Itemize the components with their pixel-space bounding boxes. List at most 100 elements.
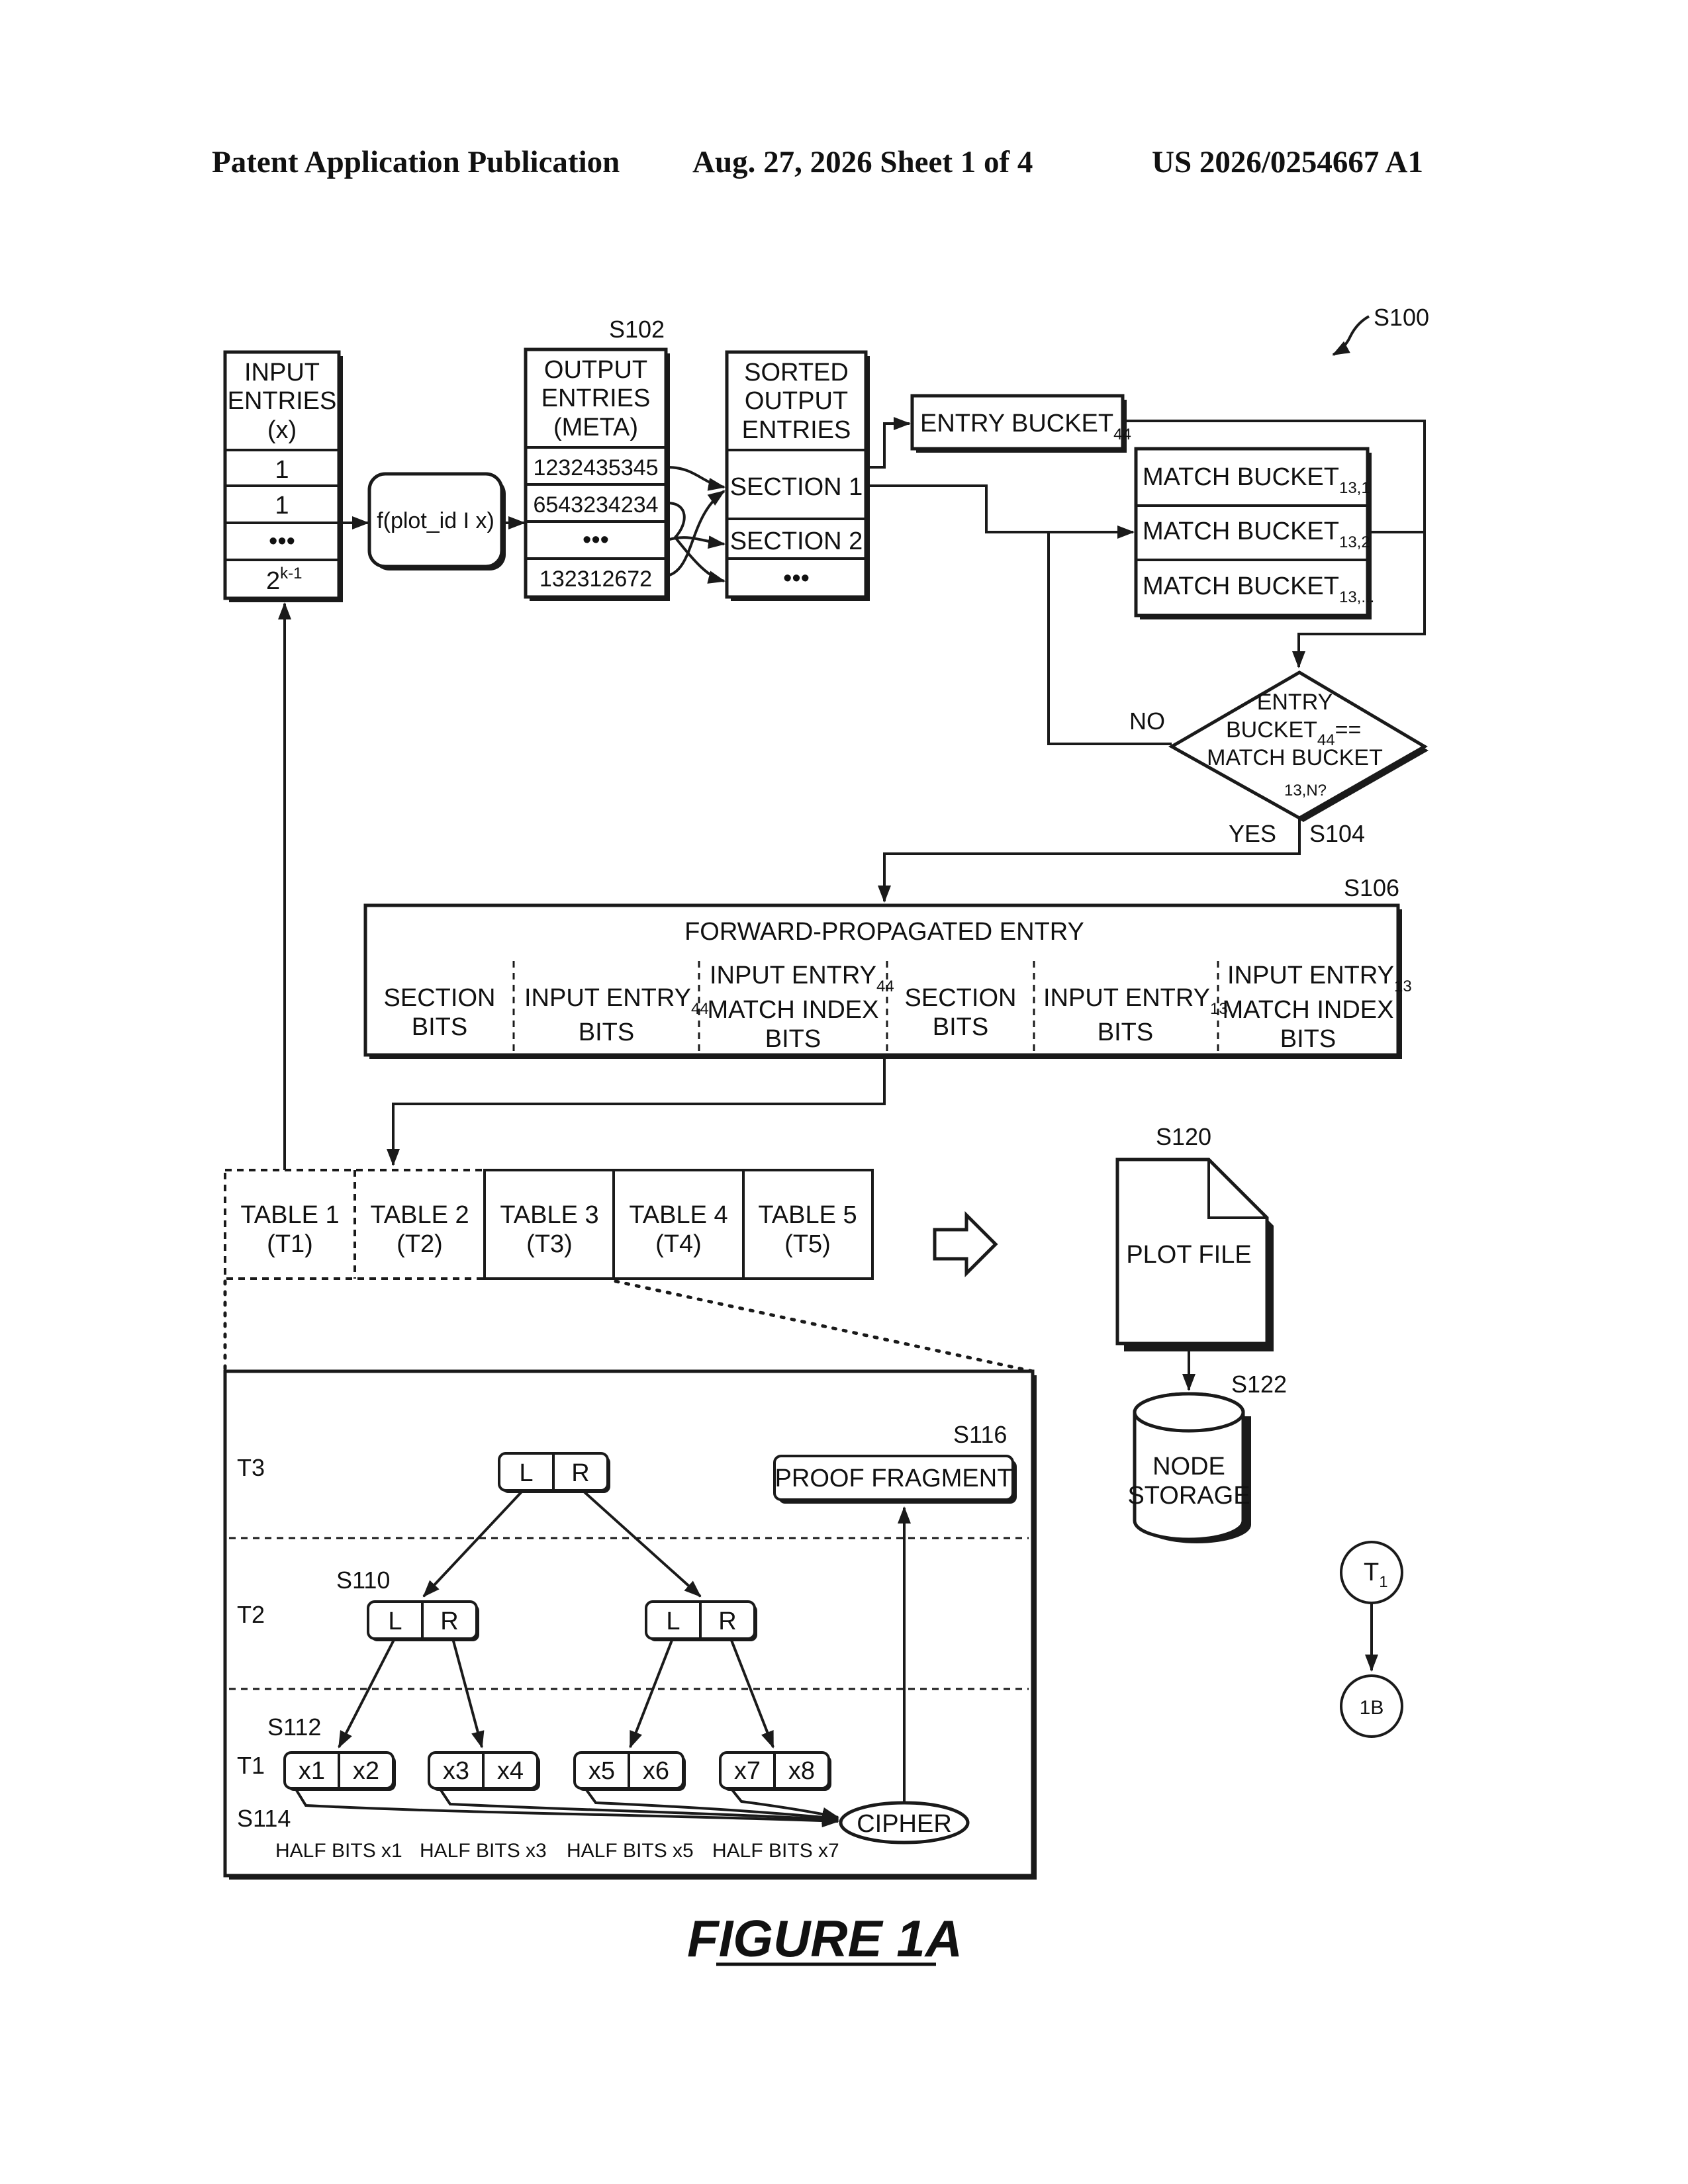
ref-s104: S104 xyxy=(1309,820,1365,847)
tree-leaf-pair-4: x7 x8 xyxy=(720,1752,831,1791)
output-entries-header-2: ENTRIES xyxy=(541,385,651,412)
leaf-x7: x7 xyxy=(734,1757,761,1785)
connector-1b-label: 1B xyxy=(1360,1697,1384,1719)
node-storage-label-1: NODE xyxy=(1152,1453,1225,1480)
tree-leaf-pair-3: x5 x6 xyxy=(575,1752,686,1791)
forward-cell-input44-match-b: MATCH INDEX xyxy=(708,996,879,1024)
leaf-x4: x4 xyxy=(497,1757,524,1785)
connector-1b: 1B xyxy=(1341,1676,1402,1737)
output-entries-header-3: (META) xyxy=(553,414,638,441)
entry-bucket-box: ENTRY BUCKET44 xyxy=(912,396,1131,453)
t2a-right-label: R xyxy=(440,1608,458,1635)
forward-cell-section-bits-2: SECTION xyxy=(905,984,1017,1012)
arrow-section1-to-match-bucket xyxy=(866,486,1133,532)
decision-diamond: ENTRY BUCKET44== MATCH BUCKET 13,N? xyxy=(1172,672,1429,822)
input-entry-row: 1 xyxy=(275,456,289,484)
ref-s116: S116 xyxy=(953,1421,1007,1448)
sorted-output-entries-table: SORTED OUTPUT ENTRIES SECTION 1 SECTION … xyxy=(727,352,870,601)
input-entries-header-3: (x) xyxy=(267,416,297,444)
leaf-x1: x1 xyxy=(299,1757,325,1785)
table-2-code: (T2) xyxy=(397,1230,443,1258)
output-entry-row: ••• xyxy=(583,526,609,554)
output-entries-header-1: OUTPUT xyxy=(544,356,647,384)
match-buckets-stack: MATCH BUCKET13,1 MATCH BUCKET13,2 MATCH … xyxy=(1136,449,1374,619)
figure-label: FIGURE 1A xyxy=(687,1909,962,1968)
table-2-name: TABLE 2 xyxy=(370,1201,469,1229)
function-label: f(plot_id I x) xyxy=(377,508,494,533)
input-entries-header-2: ENTRIES xyxy=(228,387,337,415)
sorted-section-more: ••• xyxy=(783,565,810,592)
forward-cell-input13-match-b: MATCH INDEX xyxy=(1223,996,1394,1024)
input-entry-row: ••• xyxy=(269,527,295,555)
ref-s106: S106 xyxy=(1344,874,1399,901)
cipher-label: CIPHER xyxy=(857,1810,952,1838)
output-entry-row: 1232435345 xyxy=(533,455,658,480)
ref-s114: S114 xyxy=(237,1805,291,1832)
output-entries-table: OUTPUT ENTRIES (META) 1232435345 6543234… xyxy=(526,349,670,601)
forward-cell-section-bits-1: SECTION xyxy=(384,984,496,1012)
plot-file-label: PLOT FILE xyxy=(1126,1241,1251,1269)
ref-s122: S122 xyxy=(1231,1371,1287,1398)
leaf-x6: x6 xyxy=(643,1757,669,1785)
input-entries-header-1: INPUT xyxy=(244,359,320,387)
ref-s120: S120 xyxy=(1156,1123,1211,1150)
output-entry-row: 6543234234 xyxy=(533,492,658,518)
table-5-name: TABLE 5 xyxy=(758,1201,857,1229)
node-storage-label-2: STORAGE xyxy=(1127,1482,1250,1510)
decision-line-4: 13,N? xyxy=(1284,782,1327,799)
connector-t1: T1 xyxy=(1341,1542,1402,1603)
tree-node-t2-right: L R xyxy=(646,1602,757,1641)
half-bits-x1: HALF BITS x1 xyxy=(275,1840,402,1862)
forward-propagated-entry-box: FORWARD-PROPAGATED ENTRY SECTION BITS IN… xyxy=(365,905,1412,1059)
cipher-ellipse: CIPHER xyxy=(841,1803,968,1843)
input-entries-table: INPUT ENTRIES (x) 1 1 ••• 2k-1 xyxy=(225,352,343,602)
decision-no-label: NO xyxy=(1129,707,1165,735)
forward-cell-input44-match-c: BITS xyxy=(765,1025,821,1053)
level-t1: T1 xyxy=(237,1752,265,1779)
arrow-section1-to-entry-bucket xyxy=(866,424,910,467)
table-4-code: (T4) xyxy=(655,1230,702,1258)
ref-s100-pointer xyxy=(1333,316,1369,355)
leaf-x2: x2 xyxy=(353,1757,379,1785)
table-3-code: (T3) xyxy=(526,1230,573,1258)
tree-leaf-pair-1: x1 x2 xyxy=(285,1752,396,1791)
ref-s102: S102 xyxy=(609,316,665,343)
level-t3: T3 xyxy=(237,1454,265,1481)
forward-cell-input44-bits-b: BITS xyxy=(579,1019,634,1046)
table-1-code: (T1) xyxy=(267,1230,313,1258)
ref-s110: S110 xyxy=(336,1567,390,1594)
table-5-code: (T5) xyxy=(784,1230,831,1258)
arrow-forward-entry-to-table2 xyxy=(393,1055,884,1165)
t2b-left-label: L xyxy=(666,1608,680,1635)
decision-yes-label: YES xyxy=(1229,820,1276,847)
function-box: f(plot_id I x) xyxy=(369,474,506,570)
output-entry-row: 132312672 xyxy=(539,567,652,592)
hollow-arrow-icon xyxy=(935,1215,996,1273)
node-storage-cylinder: NODE STORAGE xyxy=(1127,1394,1251,1543)
tree-node-t2-left: L R xyxy=(368,1602,479,1641)
sorted-output-header-3: ENTRIES xyxy=(742,416,851,444)
tree-node-t3: L R xyxy=(499,1453,610,1493)
sorted-output-header-2: OUTPUT xyxy=(745,387,848,415)
table-1-name: TABLE 1 xyxy=(240,1201,339,1229)
sorted-output-header-1: SORTED xyxy=(744,359,849,387)
table-4-name: TABLE 4 xyxy=(629,1201,727,1229)
proof-fragment-label: PROOF FRAGMENT xyxy=(775,1465,1013,1492)
tables-row: TABLE 1 (T1) TABLE 2 (T2) TABLE 3 (T3) T… xyxy=(225,1170,872,1279)
input-entry-row: 1 xyxy=(275,492,289,520)
t3-left-label: L xyxy=(519,1459,533,1487)
forward-cell-input13-match-c: BITS xyxy=(1280,1025,1336,1053)
half-bits-x3: HALF BITS x3 xyxy=(420,1840,547,1862)
sorted-section-1: SECTION 1 xyxy=(730,473,863,501)
forward-cell-section-bits-2b: BITS xyxy=(933,1013,988,1041)
zoom-line-right xyxy=(616,1281,1033,1371)
forward-cell-section-bits-1b: BITS xyxy=(412,1013,467,1041)
sorted-section-2: SECTION 2 xyxy=(730,527,863,555)
plot-file-document: PLOT FILE xyxy=(1117,1160,1274,1351)
leaf-x5: x5 xyxy=(588,1757,615,1785)
ref-s100: S100 xyxy=(1374,304,1429,331)
tree-leaf-pair-2: x3 x4 xyxy=(429,1752,540,1791)
ref-s112: S112 xyxy=(267,1713,321,1741)
level-t2: T2 xyxy=(237,1601,265,1628)
